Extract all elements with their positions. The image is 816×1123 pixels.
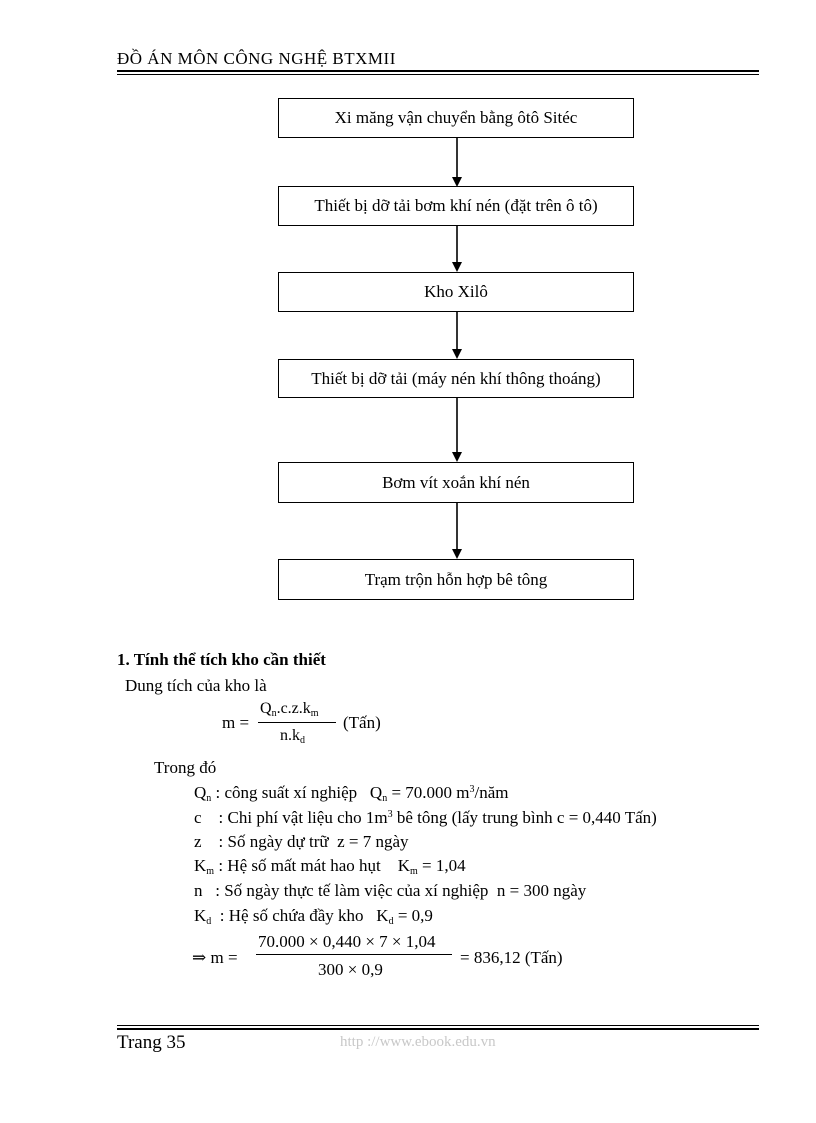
arrow-head-4	[452, 452, 462, 462]
flow-step-screw-pump: Bơm vít xoắn khí nén	[278, 462, 634, 503]
def-c: c : Chi phí vật liệu cho 1m3 bê tông (lấ…	[194, 808, 657, 828]
header-rule-thick	[117, 70, 759, 72]
def-qn-sub2: n	[382, 793, 388, 804]
formula-fraction-bar	[258, 722, 336, 724]
def-qn-sym: Q	[194, 783, 207, 802]
arrow-head-3	[452, 349, 462, 359]
def-km-sub: m	[206, 866, 215, 877]
def-kd-val: = 0,9	[393, 906, 433, 925]
flow-step-label: Thiết bị dỡ tải (máy nén khí thông thoán…	[311, 368, 601, 388]
def-qn-tail: /năm	[474, 783, 509, 802]
def-kd: Kd : Hệ số chứa đầy kho Kd = 0,9	[194, 906, 433, 927]
def-qn-val: = 70.000 m	[387, 783, 470, 802]
flow-step-label: Kho Xilô	[424, 282, 488, 301]
flow-step-mixing-station: Trạm trộn hỗn hợp bê tông	[278, 559, 634, 600]
def-c-tail: bê tông (lấy trung bình c = 0,440 Tấn)	[392, 808, 657, 827]
footer-rule-thin	[117, 1025, 759, 1026]
section-title: 1. Tính thể tích kho cần thiết	[117, 650, 326, 669]
footer-rule-thick	[117, 1028, 759, 1030]
formula-numerator: Qn.c.z.km	[260, 700, 319, 719]
def-km-sym: K	[194, 856, 207, 875]
formula-den-main: n.k	[280, 727, 300, 744]
result-denominator: 300 × 0,9	[318, 960, 383, 979]
def-kd-sym: K	[194, 906, 207, 925]
def-km-sub2: m	[410, 866, 418, 877]
formula-num-q-sub: n	[271, 708, 277, 719]
def-kd-sub: d	[206, 916, 212, 927]
result-numerator: 70.000 × 0,440 × 7 × 1,04	[258, 932, 436, 951]
def-n: n : Số ngày thực tế làm việc của xí nghi…	[194, 881, 587, 900]
where-label: Trong đó	[154, 758, 217, 777]
footer-page-number: Trang 35	[117, 1032, 186, 1053]
def-qn-sup: 3	[469, 784, 475, 795]
def-km: Km : Hệ số mất mát hao hụt Km = 1,04	[194, 856, 466, 877]
formula-num-mid: .c.z.k	[276, 700, 311, 717]
def-qn-sub: n	[206, 793, 212, 804]
flow-step-unloading-pump: Thiết bị dỡ tải bơm khí nén (đặt trên ô …	[278, 186, 634, 226]
def-c-text: c : Chi phí vật liệu cho 1m	[194, 808, 388, 827]
flow-step-silo: Kho Xilô	[278, 272, 634, 312]
flow-step-label: Xi măng vận chuyển bằng ôtô Sitéc	[334, 108, 578, 127]
result-rhs: = 836,12 (Tấn)	[460, 948, 563, 967]
flow-step-label: Bơm vít xoắn khí nén	[382, 472, 530, 492]
section-intro: Dung tích của kho là	[125, 676, 267, 695]
flow-step-cement-transport: Xi măng vận chuyển bằng ôtô Sitéc	[278, 98, 634, 138]
formula-num-k-sub: m	[310, 708, 319, 719]
def-km-text: : Hệ số mất mát hao hụt K	[214, 856, 411, 875]
formula-denominator: n.kd	[280, 727, 305, 746]
flow-step-label: Trạm trộn hỗn hợp bê tông	[364, 569, 548, 589]
def-qn: Qn : công suất xí nghiệp Qn = 70.000 m3/…	[194, 783, 509, 804]
formula-lhs: m =	[222, 713, 250, 732]
formula-unit: (Tấn)	[343, 713, 381, 732]
def-qn-text: : công suất xí nghiệp Q	[211, 783, 383, 802]
def-km-val: = 1,04	[417, 856, 466, 875]
arrow-head-2	[452, 262, 462, 272]
header-rule-thin	[117, 74, 759, 75]
formula-den-sub: d	[300, 735, 305, 746]
page-header-title: ĐỒ ÁN MÔN CÔNG NGHỆ BTXMII	[117, 49, 396, 68]
result-lhs: ⇒ m =	[192, 948, 238, 967]
formula-num-q: Q	[260, 700, 272, 717]
flowchart-arrows	[452, 138, 462, 559]
arrow-head-1	[452, 177, 462, 187]
footer-url: http ://www.ebook.edu.vn	[340, 1034, 496, 1050]
def-kd-sub2: d	[388, 916, 394, 927]
arrow-head-5	[452, 549, 462, 559]
flow-step-unloading-compressor: Thiết bị dỡ tải (máy nén khí thông thoán…	[278, 359, 634, 398]
def-kd-text: : Hệ số chứa đầy kho K	[211, 906, 389, 925]
flow-step-label: Thiết bị dỡ tải bơm khí nén (đặt trên ô …	[314, 196, 598, 215]
result-fraction-bar	[256, 954, 452, 956]
def-c-sup: 3	[387, 809, 393, 820]
def-z: z : Số ngày dự trữ z = 7 ngày	[194, 832, 409, 851]
